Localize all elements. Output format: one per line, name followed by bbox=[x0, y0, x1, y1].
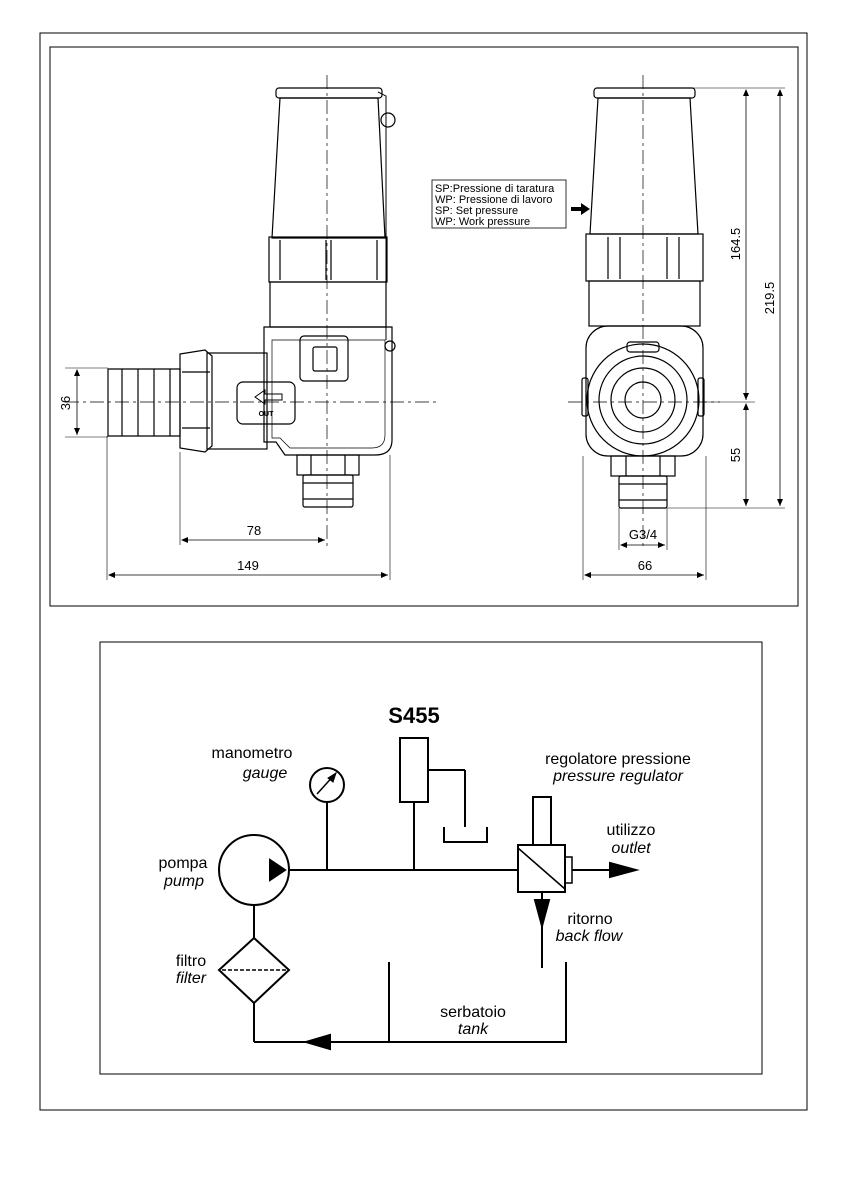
outlet-label-it: utilizzo bbox=[607, 822, 656, 839]
gauge-label-en: gauge bbox=[243, 765, 288, 782]
dim-66: 66 bbox=[638, 558, 652, 573]
dimension-lines-front bbox=[585, 90, 780, 575]
dim-78: 78 bbox=[247, 523, 261, 538]
outer-frame bbox=[40, 33, 807, 1110]
outlet-label-en: outlet bbox=[611, 840, 651, 857]
backflow-label-it: ritorno bbox=[567, 911, 612, 928]
pump-label-it: pompa bbox=[159, 855, 208, 872]
filter-label-it: filtro bbox=[176, 953, 206, 970]
regulator-label-it: regolatore pressione bbox=[545, 751, 691, 768]
gauge-symbol bbox=[310, 768, 344, 802]
s455-valve-symbol bbox=[400, 738, 428, 802]
valve-side-view bbox=[65, 75, 440, 580]
dim-149: 149 bbox=[237, 558, 259, 573]
filter-label-en: filter bbox=[176, 970, 207, 987]
schematic-title: S455 bbox=[388, 703, 439, 728]
note-arrow-icon bbox=[571, 203, 590, 215]
dimension-lines-side bbox=[77, 370, 388, 575]
tank-label-en: tank bbox=[458, 1021, 489, 1038]
out-label: OUT bbox=[259, 411, 275, 418]
dim-36: 36 bbox=[58, 396, 73, 410]
note-line-4: WP: Work pressure bbox=[435, 216, 530, 228]
valve-front-view bbox=[568, 75, 785, 580]
backflow-label-en: back flow bbox=[556, 928, 624, 945]
dim-55: 55 bbox=[728, 448, 743, 462]
regulator-label-en: pressure regulator bbox=[552, 768, 684, 785]
pump-label-en: pump bbox=[163, 873, 204, 890]
gauge-label-it: manometro bbox=[212, 745, 293, 762]
regulator-stem bbox=[533, 797, 551, 845]
dim-g3-4: G3/4 bbox=[629, 527, 657, 542]
dim-219-5: 219.5 bbox=[762, 282, 777, 315]
dim-164-5: 164.5 bbox=[728, 228, 743, 261]
tank-label-it: serbatoio bbox=[440, 1004, 506, 1021]
